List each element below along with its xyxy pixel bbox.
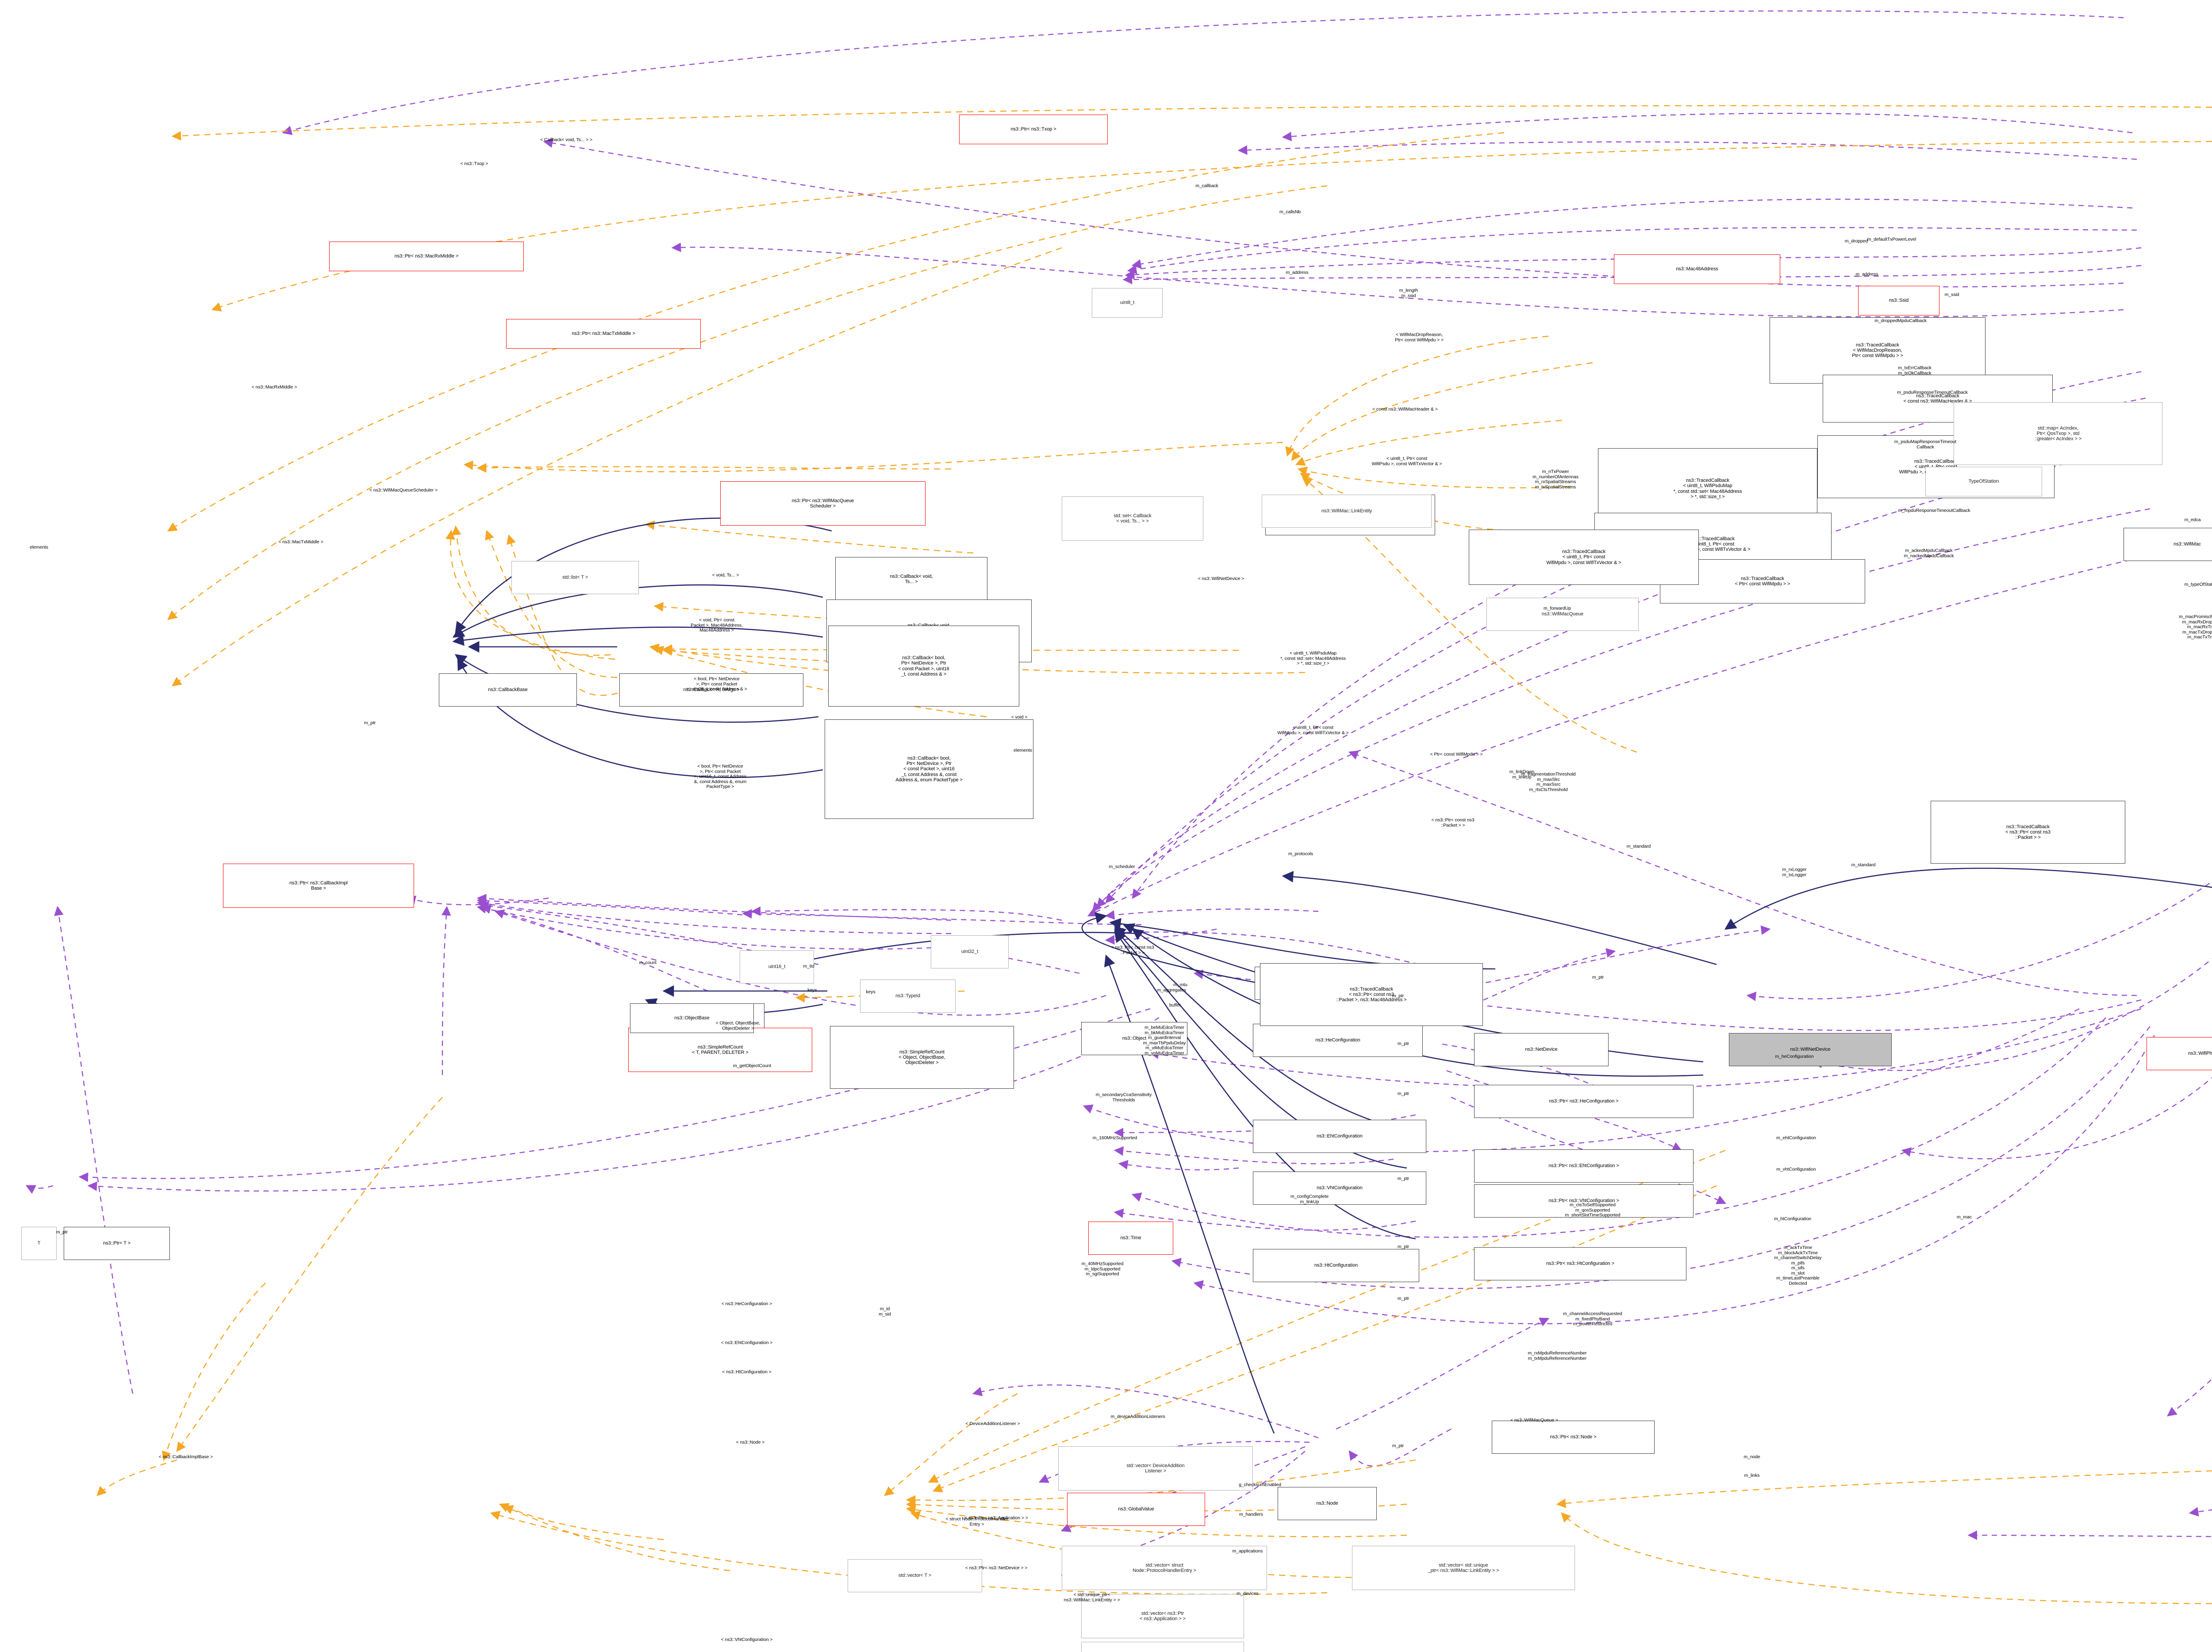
- class-node-stdCallbackVoidTs[interactable]: std::set< Callback < void, Ts... > >: [1062, 496, 1203, 541]
- class-node-uint32t[interactable]: uint32_t: [931, 935, 1009, 968]
- class-node-callbackRUArgs[interactable]: ns3::Callback< R, UArgs >: [619, 673, 803, 707]
- class-node-ptrTxop[interactable]: ns3::Ptr< ns3::Txop >: [959, 115, 1108, 144]
- class-node-globalValue[interactable]: ns3::GlobalValue: [1067, 1493, 1205, 1526]
- class-node-simpleRefCountObj[interactable]: ns3::SimpleRefCount < Object, ObjectBase…: [830, 1026, 1014, 1089]
- class-node-typeId[interactable]: ns3::TypeId: [860, 980, 956, 1013]
- class-node-mac48address[interactable]: ns3::Mac48Address: [1614, 254, 1780, 284]
- class-node-wifiNetDevice[interactable]: ns3::WifiNetDevice: [1729, 1033, 1892, 1066]
- class-node-callbackBoolNetDevPT[interactable]: ns3::Callback< bool, Ptr< NetDevice >, P…: [825, 719, 1033, 819]
- class-node-ptrMacTxMiddle[interactable]: ns3::Ptr< ns3::MacTxMiddle >: [506, 319, 701, 349]
- class-node-ptrMacRxMiddle[interactable]: ns3::Ptr< ns3::MacRxMiddle >: [329, 242, 524, 271]
- class-node-objectAggregatesSmall[interactable]: ns3::ObjectBase: [630, 1003, 754, 1033]
- class-node-vecProtocolHandlerEntry[interactable]: std::vector< struct Node::ProtocolHandle…: [1062, 1546, 1267, 1590]
- class-node-ptrNode[interactable]: ns3::Ptr< ns3::Node >: [1492, 1421, 1655, 1454]
- class-node-netDevice[interactable]: ns3::NetDevice: [1474, 1033, 1609, 1066]
- class-node-vecPtrApplication[interactable]: std::vector< ns3::Ptr < ns3::Application…: [1081, 1594, 1244, 1638]
- class-node-uint8t[interactable]: uint8_t: [1092, 288, 1163, 318]
- class-node-vecPtrNetDevice[interactable]: std::vector< ns3::Ptr < ns3::NetDevice >…: [1081, 1642, 1244, 1652]
- class-node-callbackVoidTs[interactable]: ns3::Callback< void, Ts... >: [835, 557, 987, 601]
- class-node-ptrCallbackImplBase[interactable]: ns3::Ptr< ns3::CallbackImpl Base >: [223, 864, 414, 908]
- class-node-tcWifiMacDropReason[interactable]: ns3::TracedCallback < WifiMacDropReason,…: [1770, 317, 1985, 384]
- class-node-ptrVhtConfiguration[interactable]: ns3::Ptr< ns3::VhtConfiguration >: [1474, 1184, 1694, 1218]
- class-node-ptrWifiMacQueueScheduler[interactable]: ns3::Ptr< ns3::WifiMacQueue Scheduler >: [720, 481, 926, 526]
- class-node-tcTracedValueUint[interactable]: ns3::TracedCallback < uint8_t, Ptr< cons…: [1469, 530, 1699, 585]
- class-node-wifiPhy[interactable]: ns3::WifiPhy: [2147, 1037, 2212, 1070]
- class-node-callbackBoolNetDev[interactable]: ns3::Callback< bool, Ptr< NetDevice >, P…: [828, 626, 1019, 707]
- class-node-ptrHtConfiguration[interactable]: ns3::Ptr< ns3::HtConfiguration >: [1474, 1247, 1686, 1280]
- class-node-wifiMac[interactable]: ns3::WifiMac: [2124, 528, 2212, 561]
- class-node-callbackBase[interactable]: ns3::CallbackBase: [439, 673, 577, 707]
- class-node-typeOfStation[interactable]: TypeOfStation: [1925, 467, 2042, 496]
- class-node-ptrEhtConfiguration[interactable]: ns3::Ptr< ns3::EhtConfiguration >: [1474, 1149, 1694, 1183]
- class-node-uint16t[interactable]: uint16_t: [740, 950, 814, 984]
- class-node-object[interactable]: ns3::Object: [1081, 1022, 1187, 1055]
- class-node-ssid[interactable]: ns3::Ssid: [1858, 286, 1939, 315]
- class-node-mapAcIndexQosTxop[interactable]: std::map< AcIndex, Ptr< QosTxop >, std :…: [1954, 402, 2162, 465]
- class-node-htConfiguration[interactable]: ns3::HtConfiguration: [1253, 1249, 1419, 1282]
- class-node-heConfiguration[interactable]: ns3::HeConfiguration: [1253, 1024, 1423, 1057]
- class-node-ehtConfiguration[interactable]: ns3::EhtConfiguration: [1253, 1120, 1426, 1153]
- class-node-wifiMacQueue[interactable]: ns3::WifiMacQueue: [1486, 598, 1639, 631]
- class-node-time[interactable]: ns3::Time: [1088, 1222, 1173, 1255]
- class-node-vecUniquePtrLinkEntity[interactable]: std::vector< std::unique _ptr< ns3::Wifi…: [1352, 1546, 1575, 1590]
- class-node-vecDeviceAdditionListener[interactable]: std::vector< DeviceAddition Listener >: [1058, 1446, 1253, 1491]
- class-node-ptrHeConfiguration[interactable]: ns3::Ptr< ns3::HeConfiguration >: [1474, 1085, 1694, 1118]
- class-node-simpleRefCountT[interactable]: ns3::SimpleRefCount < T, PARENT, DELETER…: [628, 1028, 812, 1072]
- class-node-wifiMacLinkEntity[interactable]: ns3::WifiMac::LinkEntity: [1262, 495, 1432, 528]
- class-node-ptrT[interactable]: ns3::Ptr< T >: [64, 1227, 170, 1260]
- class-node-stdlistT[interactable]: std::list< T >: [511, 561, 639, 594]
- class-node-tcPtrConstPacket[interactable]: ns3::TracedCallback < ns3::Ptr< const ns…: [1931, 801, 2125, 864]
- class-node-vhtConfiguration[interactable]: ns3::VhtConfiguration: [1253, 1172, 1426, 1205]
- class-node-tvalT[interactable]: T: [21, 1227, 57, 1260]
- class-node-vecT[interactable]: std::vector< T >: [848, 1559, 982, 1592]
- class-node-tcPacketMac48[interactable]: ns3::TracedCallback < ns3::Ptr< const ns…: [1260, 963, 1483, 1026]
- class-node-node[interactable]: ns3::Node: [1278, 1487, 1377, 1520]
